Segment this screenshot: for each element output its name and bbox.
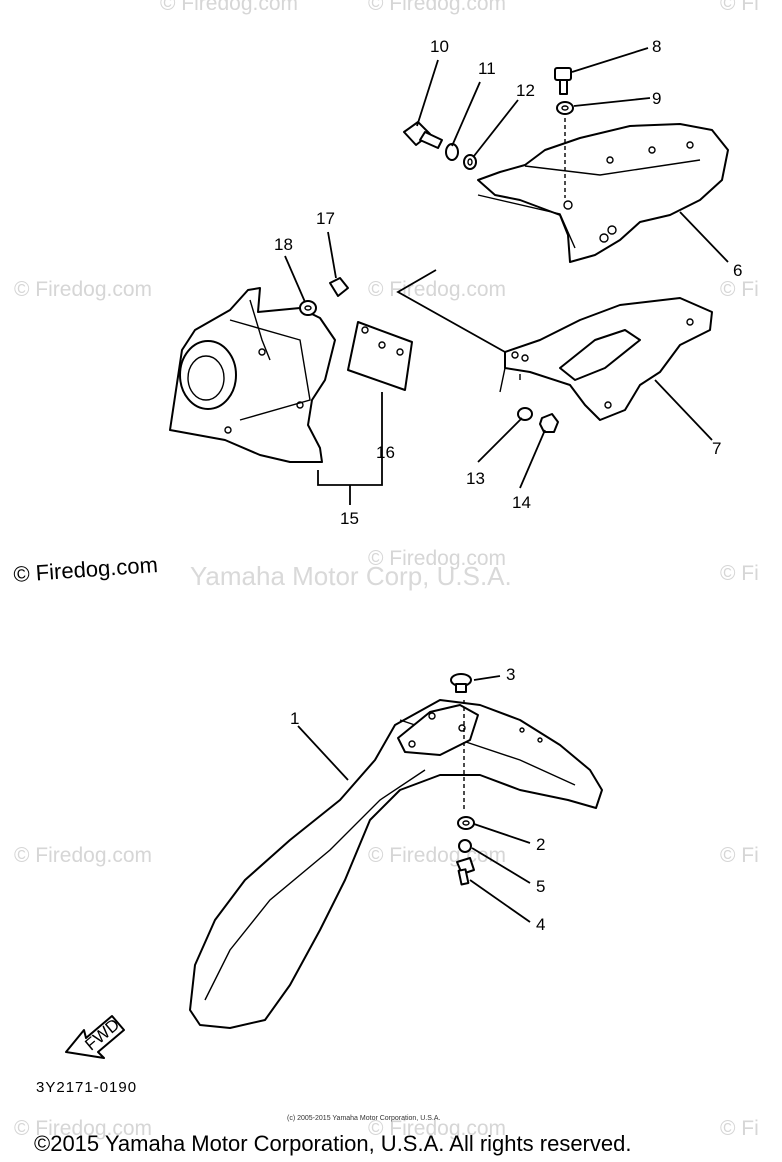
assembly-line — [396, 269, 506, 353]
label-part-6: 6 — [733, 261, 742, 280]
copyright-notice: ©2015 Yamaha Motor Corporation, U.S.A. A… — [34, 1131, 631, 1156]
small-copyright: (c) 2005-2015 Yamaha Motor Corporation, … — [287, 1115, 440, 1122]
watermark-corp: Yamaha Motor Corp, U.S.A. — [190, 561, 512, 591]
leader-lines — [284, 47, 729, 923]
watermark-firedog: © Firedog.com — [368, 1117, 506, 1140]
label-part-10: 10 — [430, 37, 449, 56]
label-part-4: 4 — [536, 915, 545, 934]
label-part-1: 1 — [290, 709, 299, 728]
watermark-firedog: © Firedog.com — [160, 0, 298, 15]
rear-fender-part-6 — [477, 123, 729, 263]
label-part-15: 15 — [340, 509, 359, 528]
label-part-16: 16 — [376, 443, 395, 462]
label-part-18: 18 — [274, 235, 293, 254]
watermark-firedog: © Fi — [720, 1117, 759, 1140]
watermark-firedog: © Firedog.com — [14, 278, 152, 301]
plate-part-16 — [347, 321, 413, 391]
watermark-firedog: © Firedog.com — [368, 0, 506, 15]
watermark-firedog: © Fi — [720, 562, 759, 585]
label-part-2: 2 — [536, 835, 545, 854]
label-part-12: 12 — [516, 81, 535, 100]
label-part-14: 14 — [512, 493, 531, 512]
label-part-17: 17 — [316, 209, 335, 228]
label-part-8: 8 — [652, 37, 661, 56]
label-part-3: 3 — [506, 665, 515, 684]
forward-arrow: FWD — [65, 1015, 125, 1059]
watermark-firedog-dark: © Firedog.com — [13, 552, 159, 587]
watermark-firedog: © Firedog.com — [14, 844, 152, 867]
hardware-plate — [299, 277, 349, 316]
watermark-firedog: © Fi — [720, 844, 759, 867]
watermark-firedog: © Fi — [720, 0, 759, 15]
rear-flap-part-7 — [499, 297, 713, 421]
label-part-13: 13 — [466, 469, 485, 488]
hardware-upper — [403, 67, 574, 433]
watermark-firedog: © Firedog.com — [368, 278, 506, 301]
number-plate-part-15 — [169, 287, 336, 463]
hardware-lower — [450, 673, 475, 886]
label-part-11: 11 — [478, 59, 496, 78]
front-fender-part-1 — [189, 699, 603, 1029]
watermark-firedog: © Firedog.com — [14, 1117, 152, 1140]
watermark-firedog: © Firedog.com — [368, 547, 506, 570]
part-labels: 10 11 12 8 9 6 7 13 14 17 18 16 15 1 3 2… — [274, 37, 742, 934]
watermark-layer: © Firedog.com © Firedog.com © Fi © Fired… — [13, 0, 759, 1140]
label-part-5: 5 — [536, 877, 545, 896]
label-part-7: 7 — [712, 439, 721, 458]
label-part-9: 9 — [652, 89, 661, 108]
watermark-firedog: © Fi — [720, 278, 759, 301]
diagram-code: 3Y2171-0190 — [36, 1079, 137, 1096]
